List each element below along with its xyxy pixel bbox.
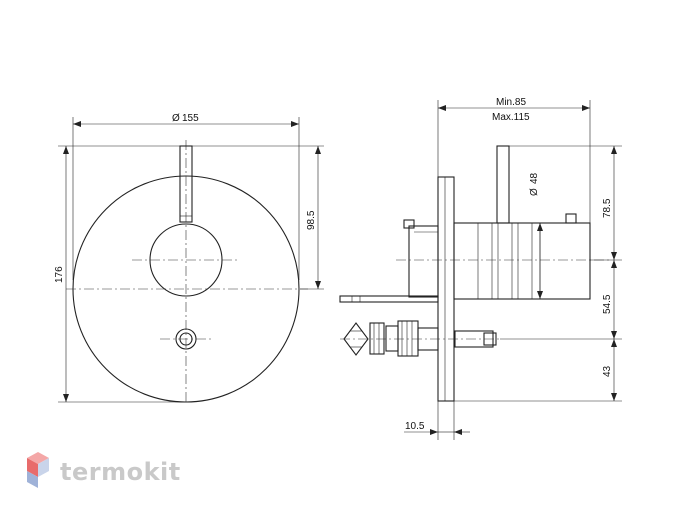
- side-pin: [565, 213, 577, 224]
- valve-body: [453, 222, 591, 300]
- front-view: Ø 155 176 98.5: [54, 113, 324, 404]
- upper-offset-label: 78.5: [602, 198, 613, 218]
- diameter-symbol-width: Ø: [172, 113, 180, 124]
- min-depth-label: Min.85: [496, 97, 526, 108]
- mounting-bracket: [408, 225, 439, 298]
- max-depth-label: Max.115: [492, 112, 530, 123]
- plate-thickness-label: 10.5: [405, 421, 425, 432]
- diameter-symbol-body: Ø: [529, 188, 540, 196]
- body-diameter-label: 48: [529, 172, 540, 184]
- diverter-cartridge: [343, 320, 497, 357]
- termokit-logo-icon: [27, 452, 49, 488]
- lever-height-dimension-label: 98.5: [306, 210, 317, 230]
- middle-offset-label: 54.5: [602, 294, 613, 314]
- width-dimension-label: 155: [182, 113, 199, 124]
- bracket-tab: [403, 219, 415, 229]
- side-view: Min.85 Max.115 Ø 48 78.5 54.5 43 10.5: [339, 97, 622, 440]
- brand-name: termokit: [60, 458, 181, 486]
- mounting-rod: [339, 295, 439, 303]
- lower-offset-label: 43: [602, 365, 613, 377]
- termokit-watermark: termokit: [27, 452, 181, 488]
- side-lever: [496, 145, 510, 224]
- height-dimension-label: 176: [54, 266, 65, 283]
- wall-plate: [437, 176, 455, 402]
